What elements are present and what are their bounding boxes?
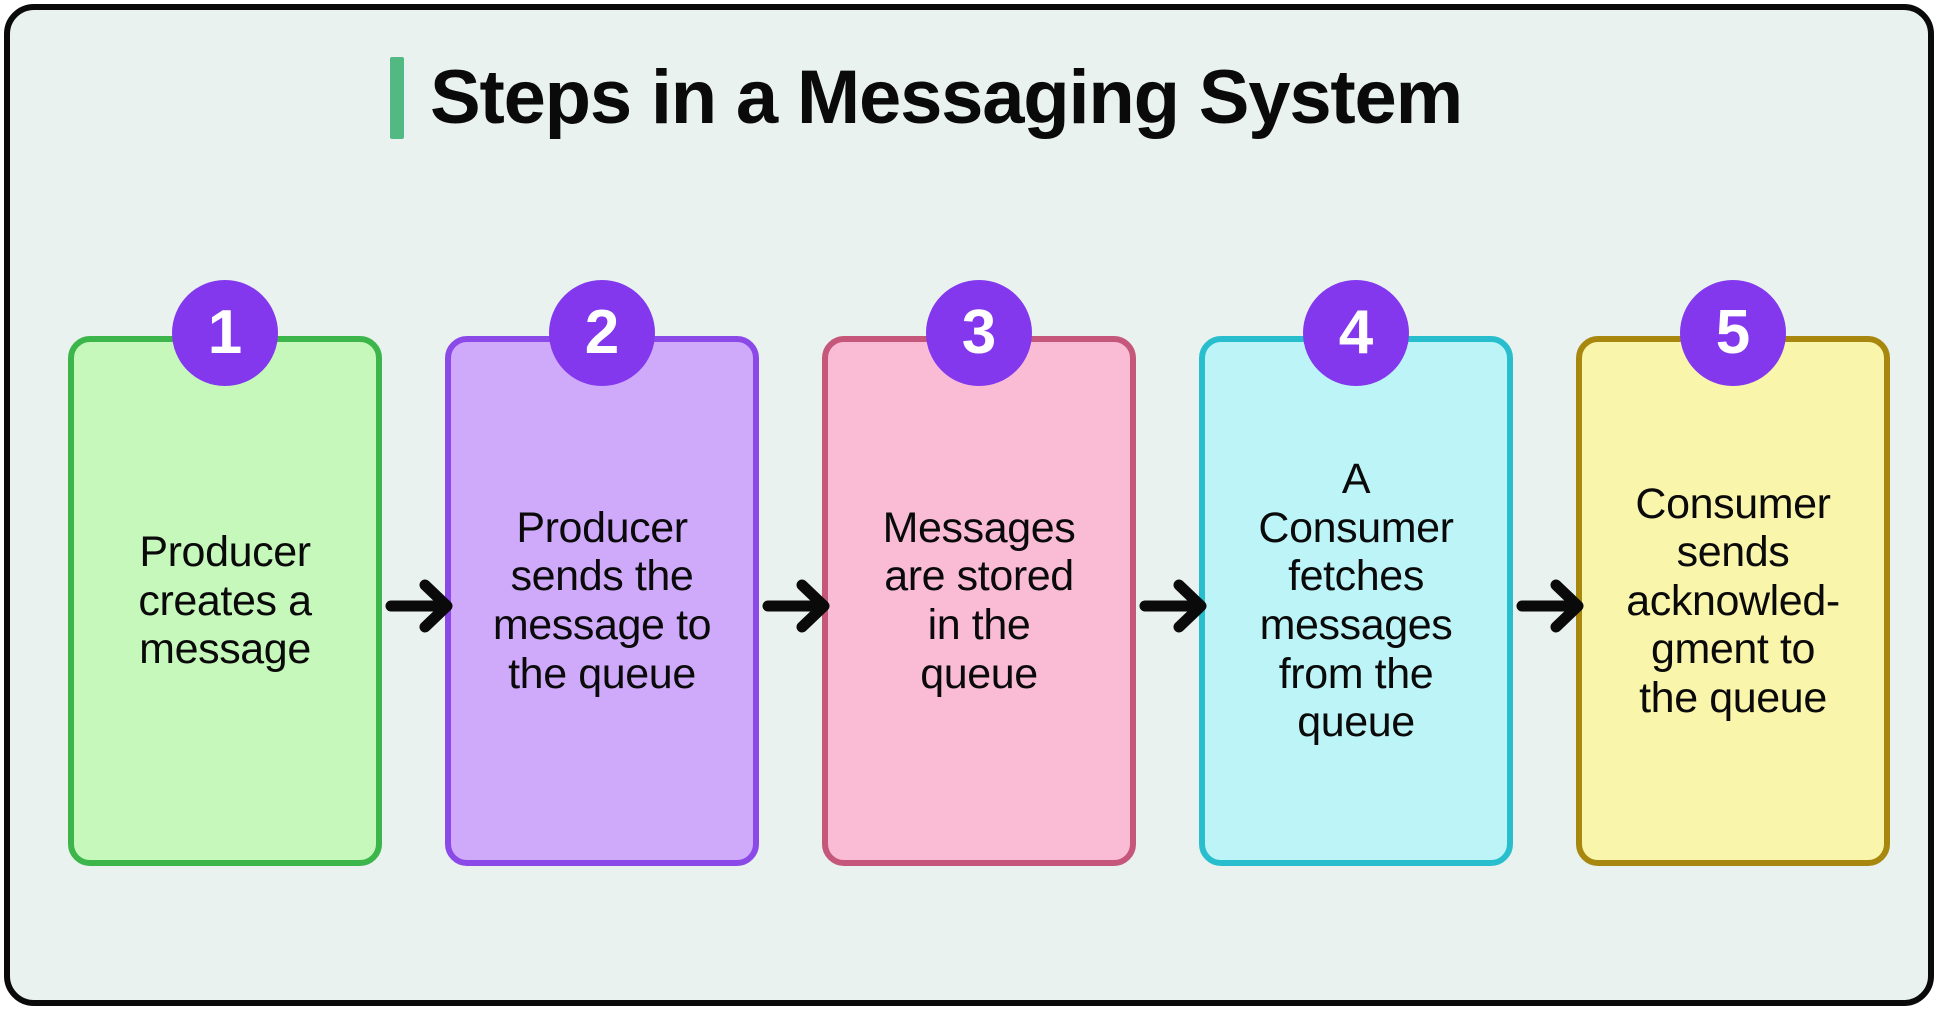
steps-row: Producer creates a message 1 Producer se…: [68, 280, 1890, 866]
step-label-2: Producer sends the message to the queue: [492, 503, 712, 698]
step-label-4: A Consumer fetches messages from the que…: [1258, 455, 1454, 747]
step-box-3[interactable]: Messages are stored in the queue: [822, 336, 1136, 866]
step-item-3[interactable]: Messages are stored in the queue 3: [822, 280, 1136, 866]
right-arrow-icon: [385, 570, 457, 642]
step-box-2[interactable]: Producer sends the message to the queue: [445, 336, 759, 866]
step-item-5[interactable]: Consumer sends acknowled- gment to the q…: [1576, 280, 1890, 866]
right-arrow-icon: [762, 570, 834, 642]
step-badge-3: 3: [926, 280, 1032, 386]
step-label-5: Consumer sends acknowled- gment to the q…: [1626, 479, 1840, 722]
page-title: Steps in a Messaging System: [390, 48, 1463, 148]
step-item-1[interactable]: Producer creates a message 1: [68, 280, 382, 866]
step-label-1: Producer creates a message: [138, 528, 312, 674]
step-box-4[interactable]: A Consumer fetches messages from the que…: [1199, 336, 1513, 866]
step-badge-2: 2: [549, 280, 655, 386]
step-box-5[interactable]: Consumer sends acknowled- gment to the q…: [1576, 336, 1890, 866]
right-arrow-icon: [1139, 570, 1211, 642]
step-item-2[interactable]: Producer sends the message to the queue …: [445, 280, 759, 866]
step-badge-4: 4: [1303, 280, 1409, 386]
title-accent-bar: [390, 57, 404, 139]
step-label-3: Messages are stored in the queue: [882, 503, 1076, 698]
step-badge-1: 1: [172, 280, 278, 386]
page-title-text: Steps in a Messaging System: [430, 55, 1463, 140]
step-badge-5: 5: [1680, 280, 1786, 386]
right-arrow-icon: [1516, 570, 1588, 642]
step-box-1[interactable]: Producer creates a message: [68, 336, 382, 866]
step-item-4[interactable]: A Consumer fetches messages from the que…: [1199, 280, 1513, 866]
diagram-frame: Steps in a Messaging System Producer cre…: [4, 4, 1934, 1006]
